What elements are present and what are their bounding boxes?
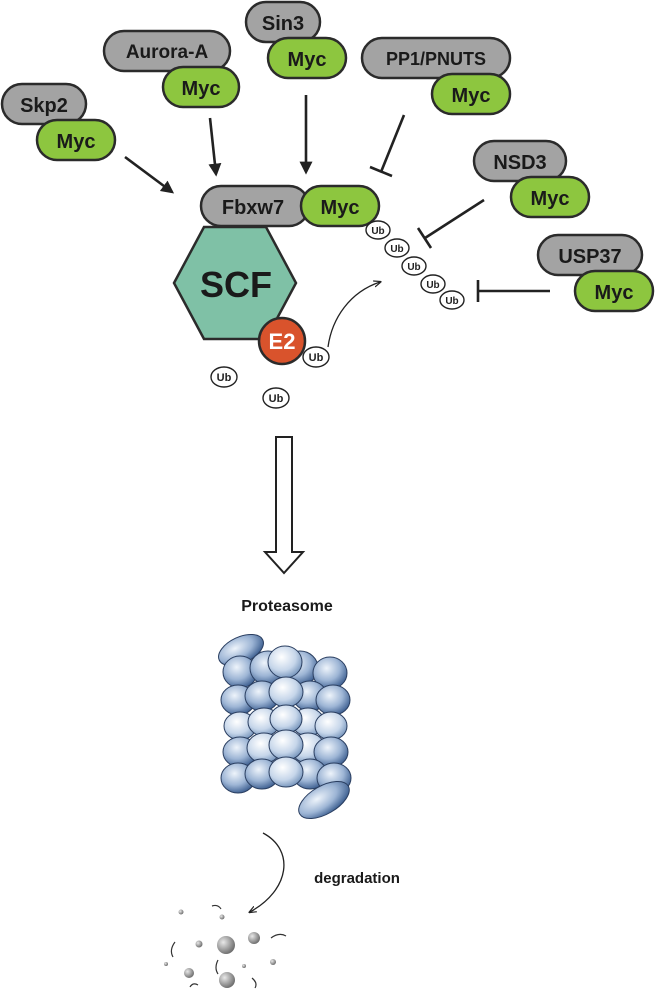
ub-label: Ub (407, 262, 420, 273)
ub-label: Ub (371, 226, 384, 237)
aurora-a-myc-complex: Aurora-A Myc (102, 29, 241, 109)
ub-label: Ub (217, 372, 232, 384)
ub-label: Ub (269, 393, 284, 405)
myc-pill (266, 36, 348, 80)
usp37-label: USP37 (558, 246, 621, 268)
myc-label: Myc (182, 78, 221, 100)
myc-label: Myc (595, 282, 634, 304)
proteasome-icon (218, 633, 352, 820)
scf-label: SCF (200, 264, 272, 305)
fbxw7-label: Fbxw7 (222, 197, 284, 219)
myc-pill (299, 184, 381, 228)
pp1-pnuts-myc-complex: PP1/PNUTS Myc (360, 36, 512, 116)
ubiquitin-chain: Ub Ub Ub Ub Ub (365, 220, 465, 310)
myc-label: Myc (57, 131, 96, 153)
myc-pill (573, 269, 655, 313)
ub-label: Ub (390, 244, 403, 255)
nsd3-label: NSD3 (493, 152, 546, 174)
myc-pill (35, 118, 117, 162)
usp37-myc-complex: USP37 Myc (536, 233, 655, 313)
myc-label: Myc (288, 49, 327, 71)
myc-pill (161, 65, 241, 109)
down-arrow (262, 436, 306, 575)
scf-hexagon (172, 225, 298, 341)
aurora-a-arrow (208, 117, 222, 177)
degradation-arrow (250, 832, 285, 912)
myc-pill (430, 72, 512, 116)
degradation-label: degradation (314, 870, 400, 887)
proteasome-label: Proteasome (241, 598, 333, 615)
sin3-myc-complex: Sin3 Myc (244, 0, 348, 80)
myc-pill (509, 175, 591, 219)
skp2-arrow (124, 155, 175, 194)
degradation-fragments-icon (164, 904, 287, 989)
pp1-inhibition (369, 114, 406, 178)
myc-label: Myc (531, 188, 570, 210)
myc-label: Myc (321, 197, 360, 219)
ub-label: Ub (426, 280, 439, 291)
ub-on-e2 (302, 346, 330, 368)
usp37-inhibition (476, 280, 550, 302)
e2-label: E2 (269, 329, 296, 354)
myc-label: Myc (452, 85, 491, 107)
ub-transfer-arrow (327, 282, 380, 348)
skp2-label: Skp2 (20, 95, 68, 117)
free-ub (210, 366, 238, 388)
e2-circle (257, 316, 307, 366)
skp2-myc-complex: Skp2 Myc (0, 82, 117, 162)
ub-label: Ub (309, 352, 324, 364)
ub-label: Ub (445, 296, 458, 307)
pp1-pnuts-label: PP1/PNUTS (386, 49, 486, 69)
aurora-a-label: Aurora-A (126, 42, 209, 63)
pp1-pnuts-pill (360, 36, 512, 80)
free-ub (262, 387, 290, 409)
nsd3-inhibition (416, 198, 485, 249)
aurora-a-pill (102, 29, 232, 73)
sin3-label: Sin3 (262, 13, 304, 35)
nsd3-myc-complex: NSD3 Myc (472, 139, 591, 219)
